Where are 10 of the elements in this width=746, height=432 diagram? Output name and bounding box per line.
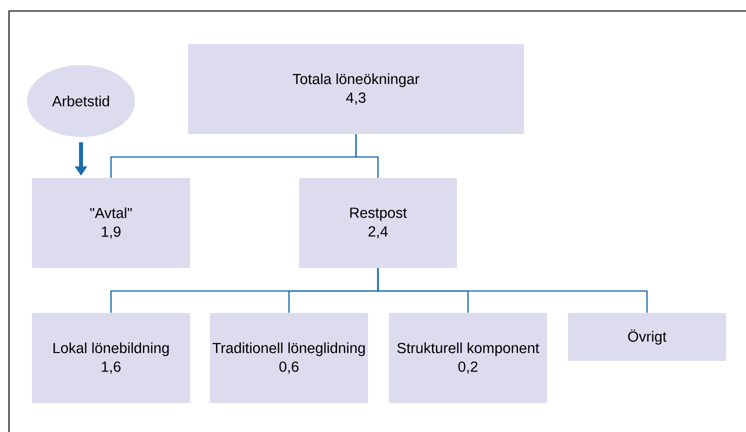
text-box: Traditionell löneglidning 0,6: [210, 313, 368, 403]
text-box: Strukturell komponent 0,2: [389, 313, 547, 403]
text-box: Lokal lönebildning 1,6: [32, 313, 190, 403]
text-box: Övrigt: [568, 313, 726, 361]
connector-line: [377, 268, 648, 313]
text-box: "Avtal" 1,9: [32, 178, 190, 268]
text-box: Restpost 2,4: [299, 178, 457, 268]
connector-line: [355, 134, 379, 178]
text-box: Totala löneökningar 4,3: [188, 44, 524, 134]
ellipse-node: Arbetstid: [27, 65, 135, 137]
